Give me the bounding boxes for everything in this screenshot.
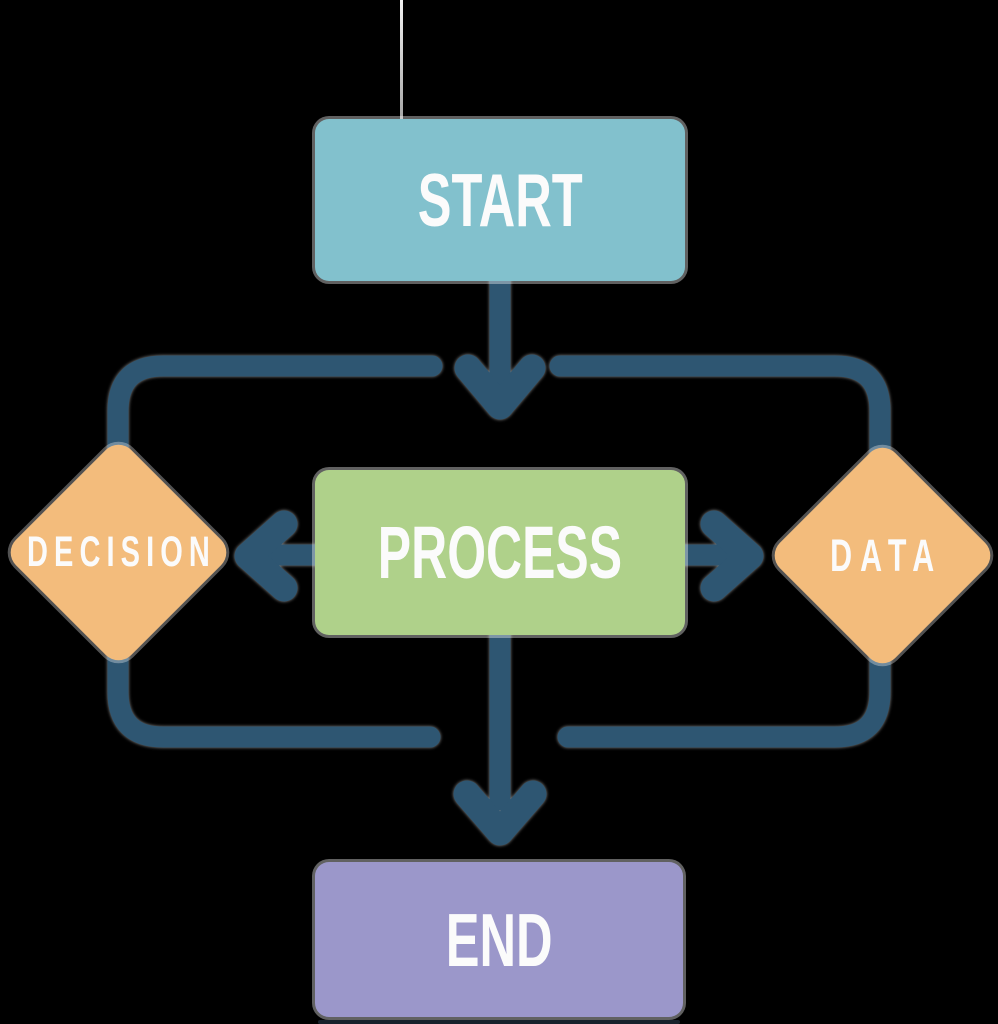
- arrow-down-icon: [454, 354, 546, 420]
- edge-toprail-data-line: [549, 355, 891, 466]
- node-end: END: [315, 862, 683, 1017]
- node-data-label-box: DATA: [767, 440, 998, 671]
- end-box-bottom-edge: [318, 1020, 680, 1024]
- node-start: START: [315, 119, 685, 281]
- arrow-left-icon: [234, 510, 298, 602]
- node-decision-label: DECISION: [27, 528, 216, 576]
- node-data-label: DATA: [830, 529, 943, 581]
- node-process: PROCESS: [315, 470, 685, 635]
- node-decision-label-box: DECISION: [3, 437, 234, 668]
- node-process-label: PROCESS: [377, 511, 623, 594]
- stray-vertical-line: [400, 0, 403, 119]
- edge-toprail-decision-line: [107, 355, 443, 466]
- arrow-down-icon: [453, 780, 547, 846]
- edge-decision-bottomrail-line: [107, 644, 441, 748]
- arrow-right-icon: [700, 510, 764, 602]
- node-end-label: END: [445, 897, 553, 982]
- edge-data-bottomrail-line: [557, 647, 891, 748]
- node-start-label: START: [417, 158, 583, 242]
